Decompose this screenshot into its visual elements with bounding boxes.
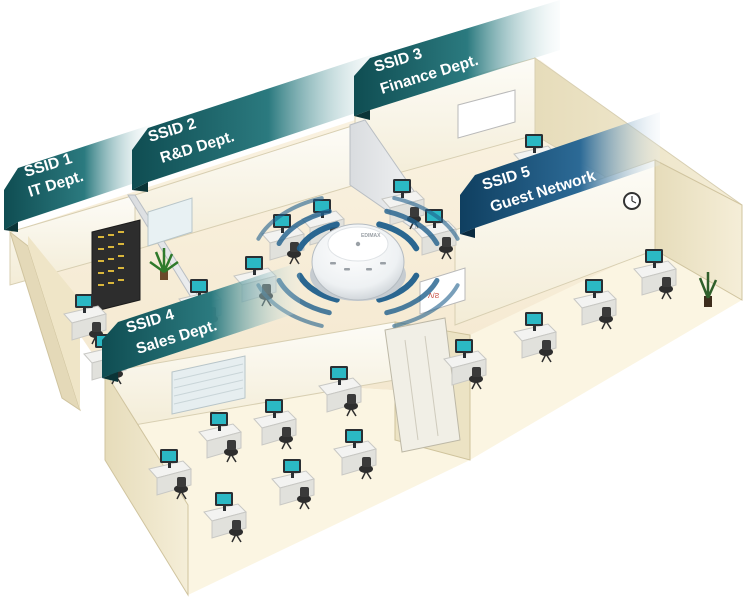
filing-cabinet [384, 317, 461, 453]
window-rd [147, 197, 193, 247]
access-point-vent [344, 268, 350, 271]
access-point-led [355, 241, 361, 247]
access-point-vent [366, 268, 372, 271]
plant-icon [149, 248, 179, 280]
wall-clock-icon [623, 192, 641, 210]
wifi-wave-icon [384, 208, 440, 247]
workstation [198, 412, 242, 463]
left-wall-it-face [28, 236, 80, 410]
whiteboard-scribble: Λ/Ƨ [428, 293, 440, 300]
window-sales [171, 355, 246, 415]
wifi-wave-icon [384, 277, 440, 316]
guest-right-wall [654, 159, 743, 301]
wifi-wave-icon [276, 208, 332, 247]
access-point: EDIMAX [310, 223, 406, 301]
server-rack [91, 219, 141, 313]
access-point-vent [330, 262, 336, 265]
workstation [513, 312, 557, 363]
workstation [253, 399, 297, 450]
wifi-wave-icon [392, 283, 460, 328]
fixtures: Λ/Ƨ [91, 89, 718, 453]
workstation [573, 279, 617, 330]
workstation [443, 339, 487, 390]
banner-ssid2: SSID 2 R&D Dept. [132, 52, 380, 192]
plant-icon [698, 272, 718, 307]
whiteboard-guest: Λ/Ƨ [419, 267, 466, 315]
workstation [148, 449, 192, 500]
workstation [63, 294, 107, 345]
access-point-vent [380, 262, 386, 265]
wifi-wave-icon [376, 221, 420, 252]
wifi-wave-icon [296, 272, 340, 303]
workstation [318, 366, 362, 417]
whiteboard-finance [457, 89, 516, 139]
wifi-wave-icon [392, 196, 460, 241]
wifi-wave-icon [376, 272, 420, 303]
wifi-wave-icon [296, 221, 340, 252]
access-point-brand: EDIMAX [361, 233, 381, 239]
workstation [203, 492, 247, 543]
workstation [633, 249, 677, 300]
workstation [271, 459, 315, 510]
wifi-wave-icon [256, 196, 324, 241]
workstation [333, 429, 377, 480]
